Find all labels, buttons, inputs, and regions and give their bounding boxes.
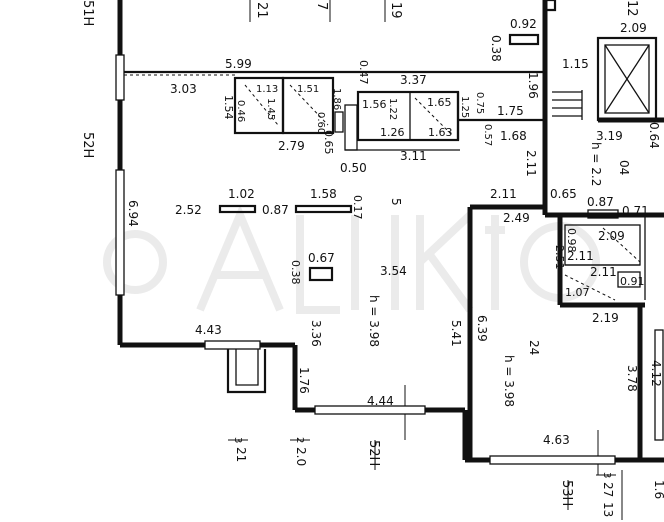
dim-0-87-a: 0.87 <box>262 203 289 217</box>
dim-2-79: 2.79 <box>278 139 305 153</box>
dim-2-11-c: 2.11 <box>590 265 617 279</box>
axis-label-52h-bottom: 52H <box>366 440 381 466</box>
dim-1-58: 1.58 <box>310 187 337 201</box>
dim-0-57: 0.57 <box>482 124 493 146</box>
room-label-21: 21 <box>254 2 269 19</box>
dim-1-45: 1.45 <box>265 98 276 120</box>
room-label-27: 27 <box>601 482 615 497</box>
dim-0-50: 0.50 <box>340 161 367 175</box>
dim-2-52: 2.52 <box>175 203 202 217</box>
room-label-13: 13 <box>601 502 615 517</box>
axis-label-53h: 53H <box>559 480 574 506</box>
room-label-21-bottom: 21 <box>234 447 248 462</box>
dim-3-36: 3.36 <box>309 320 323 347</box>
dim-0-47: 0.47 <box>357 60 370 85</box>
dim-0-65-a: 0.65 <box>322 130 335 155</box>
dim-0-91: 0.91 <box>620 275 645 288</box>
dim-1-02: 1.02 <box>228 187 255 201</box>
room-label-19: 19 <box>388 2 403 19</box>
dim-0-46: 0.46 <box>235 100 246 122</box>
interior-partitions <box>124 0 658 300</box>
dim-1-96: 1.96 <box>526 72 540 99</box>
dim-3-03: 3.03 <box>170 82 197 96</box>
axis-label-51h: 51H <box>80 0 95 26</box>
dim-1-51: 1.51 <box>297 84 319 95</box>
dim-6-94: 6.94 <box>126 200 140 227</box>
dim-0-60: 0.60 <box>315 112 326 134</box>
dim-0-64: 0.64 <box>647 122 661 149</box>
dashed-lines <box>124 74 641 301</box>
dim-0-98: 0.98 <box>565 228 578 253</box>
dim-1-56: 1.56 <box>362 98 387 111</box>
dim-4-12: 4.12 <box>649 360 663 387</box>
room-label-24: 24 <box>527 340 541 355</box>
dim-1-22: 1.22 <box>387 98 398 120</box>
dim-2-51: 2.51 <box>553 245 566 270</box>
height-top: h = 2.2 <box>589 142 603 186</box>
dim-0-87-b: 0.87 <box>587 195 614 209</box>
dim-6-39: 6.39 <box>475 315 489 342</box>
dim-1-76: 1.76 <box>297 367 311 394</box>
dim-3-37: 3.37 <box>400 73 427 87</box>
dim-0-67: 0.67 <box>308 251 335 265</box>
room-label-5-left: 5 <box>389 198 403 206</box>
dim-0-38-top: 0.38 <box>489 35 503 62</box>
dim-1-65: 1.65 <box>427 96 452 109</box>
dim-1-75: 1.75 <box>497 104 524 118</box>
dim-5-99: 5.99 <box>225 57 252 71</box>
axis-label-52h-left: 52H <box>80 132 95 158</box>
dim-1-15: 1.15 <box>562 57 589 71</box>
dim-1-63: 1.63 <box>428 126 453 139</box>
dim-2-09-top: 2.09 <box>620 21 647 35</box>
dim-3-11: 3.11 <box>400 149 427 163</box>
windows <box>115 54 664 465</box>
dim-5-41: 5.41 <box>449 320 463 347</box>
dim-2-09-b: 2.09 <box>598 229 625 243</box>
dim-4-44: 4.44 <box>367 394 394 408</box>
dim-1-07: 1.07 <box>565 286 590 299</box>
dim-1-13: 1.13 <box>256 84 278 95</box>
dim-1-25: 1.25 <box>459 96 470 118</box>
dim-3-78: 3.78 <box>625 365 639 392</box>
dim-0-92: 0.92 <box>510 17 537 31</box>
dim-1-26: 1.26 <box>380 126 405 139</box>
dim-1-54: 1.54 <box>222 95 235 120</box>
watermark <box>103 204 600 314</box>
dim-1-86: 1.86 <box>331 88 342 110</box>
stair <box>552 90 583 120</box>
balcony <box>226 349 267 394</box>
dim-2-11-a: 2.11 <box>490 187 517 201</box>
dim-2-11-v: 2.11 <box>524 150 538 177</box>
room-label-12-top: 12 <box>624 0 639 17</box>
height-left: h = 3.98 <box>367 295 381 347</box>
dim-0-17: 0.17 <box>351 195 364 220</box>
dim-2-0: 2.0 <box>294 447 308 466</box>
dim-0-71: 0.71 <box>622 204 649 218</box>
dim-0-65-b: 0.65 <box>550 187 577 201</box>
dim-2-19: 2.19 <box>592 311 619 325</box>
dim-4-43: 4.43 <box>195 323 222 337</box>
room-label-04: 04 <box>617 160 631 175</box>
dim-3-19: 3.19 <box>596 129 623 143</box>
dim-1-68: 1.68 <box>500 129 527 143</box>
dim-4-63: 4.63 <box>543 433 570 447</box>
dim-0-75: 0.75 <box>474 92 485 114</box>
room-label-7-top: 7 <box>314 2 329 10</box>
dim-3-54: 3.54 <box>380 264 407 278</box>
dim-2-11-b: 2.11 <box>567 249 594 263</box>
dim-1-6: 1.6 <box>652 480 664 499</box>
height-right: h = 3.98 <box>502 355 516 407</box>
dim-0-38-b: 0.38 <box>289 260 302 285</box>
dim-2-49: 2.49 <box>503 211 530 225</box>
